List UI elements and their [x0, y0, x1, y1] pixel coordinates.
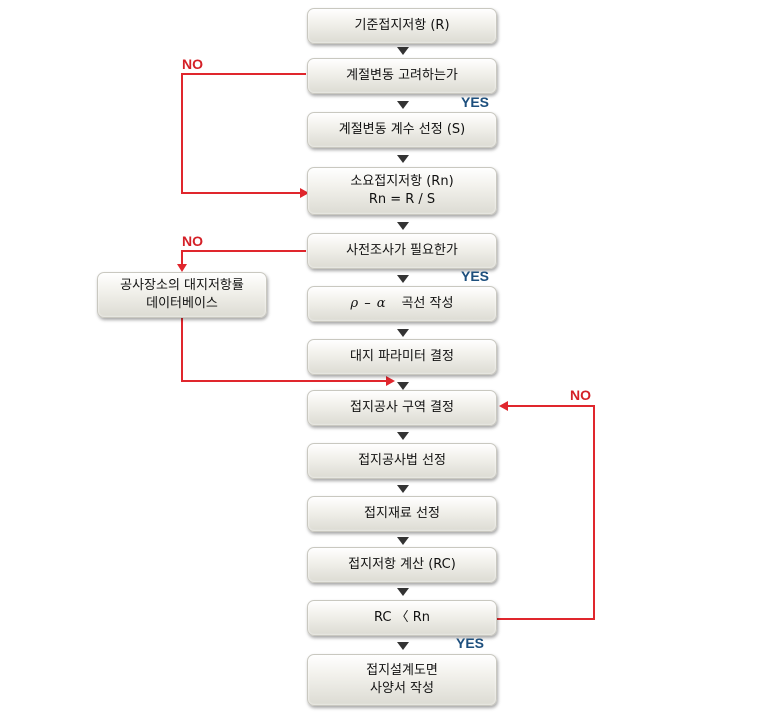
calculation-text: 접지저항 계산 (RC): [348, 557, 456, 572]
no-label-seasonal: NO: [182, 56, 203, 72]
down-arrow-8: [397, 432, 409, 440]
survey-question-text: 사전조사가 필요한가: [346, 243, 458, 258]
curve-rho-symbol: ρ: [350, 296, 359, 311]
material-box: 접지재료 선정: [307, 496, 497, 532]
yes-label-seasonal: YES: [461, 94, 490, 110]
database-line2: 데이터베이스: [146, 296, 218, 311]
earth-parameter-box: 대지 파라미터 결정: [307, 339, 497, 375]
no-label-survey: NO: [182, 233, 203, 249]
construction-method-box: 접지공사법 선정: [307, 443, 497, 479]
down-arrow-6: [397, 329, 409, 337]
down-arrow-7: [397, 382, 409, 390]
yes-label-survey: YES: [461, 268, 490, 284]
down-arrow-4: [397, 222, 409, 230]
no-branch-compare: [496, 405, 595, 620]
curve-alpha-symbol: α: [376, 296, 386, 311]
no-branch-compare-arrowhead: [499, 401, 508, 411]
down-arrow-5: [397, 275, 409, 283]
calculation-box: 접지저항 계산 (RC): [307, 547, 497, 583]
seasonal-coefficient-box: 계절변동 계수 선정 (S): [307, 112, 497, 148]
curve-text: 곡선 작성: [401, 296, 454, 311]
required-resistance-line2: Rn = R / S: [368, 192, 436, 207]
down-arrow-11: [397, 588, 409, 596]
database-box: 공사장소의 대지저항률 데이터베이스: [97, 272, 267, 318]
compare-text: RC 〈 Rn: [374, 610, 430, 625]
reference-resistance-box: 기준접지저항 (R): [307, 8, 497, 44]
curve-dash: –: [364, 296, 371, 311]
material-text: 접지재료 선정: [364, 506, 440, 521]
compare-box: RC 〈 Rn: [307, 600, 497, 636]
database-merge-line: [181, 318, 386, 382]
reference-resistance-text: 기준접지저항 (R): [354, 18, 450, 33]
no-branch-survey: [181, 250, 306, 264]
earth-parameter-text: 대지 파라미터 결정: [350, 349, 454, 364]
required-resistance-box: 소요접지저항 (Rn) Rn = R / S: [307, 167, 497, 215]
no-label-compare: NO: [570, 387, 591, 403]
curve-box: ρ – α 곡선 작성: [307, 286, 497, 322]
database-merge-arrowhead: [386, 376, 395, 386]
construction-zone-box: 접지공사 구역 결정: [307, 390, 497, 426]
spec-document-box: 접지설계도면 사양서 작성: [307, 654, 497, 706]
no-branch-seasonal: [181, 73, 306, 194]
construction-zone-text: 접지공사 구역 결정: [350, 400, 454, 415]
no-branch-seasonal-arrowhead: [300, 188, 309, 198]
down-arrow-1: [397, 47, 409, 55]
seasonal-question-box: 계절변동 고려하는가: [307, 58, 497, 94]
seasonal-question-text: 계절변동 고려하는가: [346, 68, 458, 83]
no-branch-survey-arrowhead: [177, 264, 187, 272]
down-arrow-2: [397, 101, 409, 109]
survey-question-box: 사전조사가 필요한가: [307, 233, 497, 269]
down-arrow-3: [397, 155, 409, 163]
yes-label-compare: YES: [456, 635, 485, 651]
spec-document-line1: 접지설계도면: [366, 663, 438, 678]
spec-document-line2: 사양서 작성: [370, 681, 434, 696]
down-arrow-9: [397, 485, 409, 493]
down-arrow-10: [397, 537, 409, 545]
down-arrow-12: [397, 642, 409, 650]
seasonal-coefficient-text: 계절변동 계수 선정 (S): [338, 122, 466, 137]
construction-method-text: 접지공사법 선정: [358, 453, 446, 468]
database-line1: 공사장소의 대지저항률: [120, 278, 244, 293]
required-resistance-line1: 소요접지저항 (Rn): [350, 174, 454, 189]
